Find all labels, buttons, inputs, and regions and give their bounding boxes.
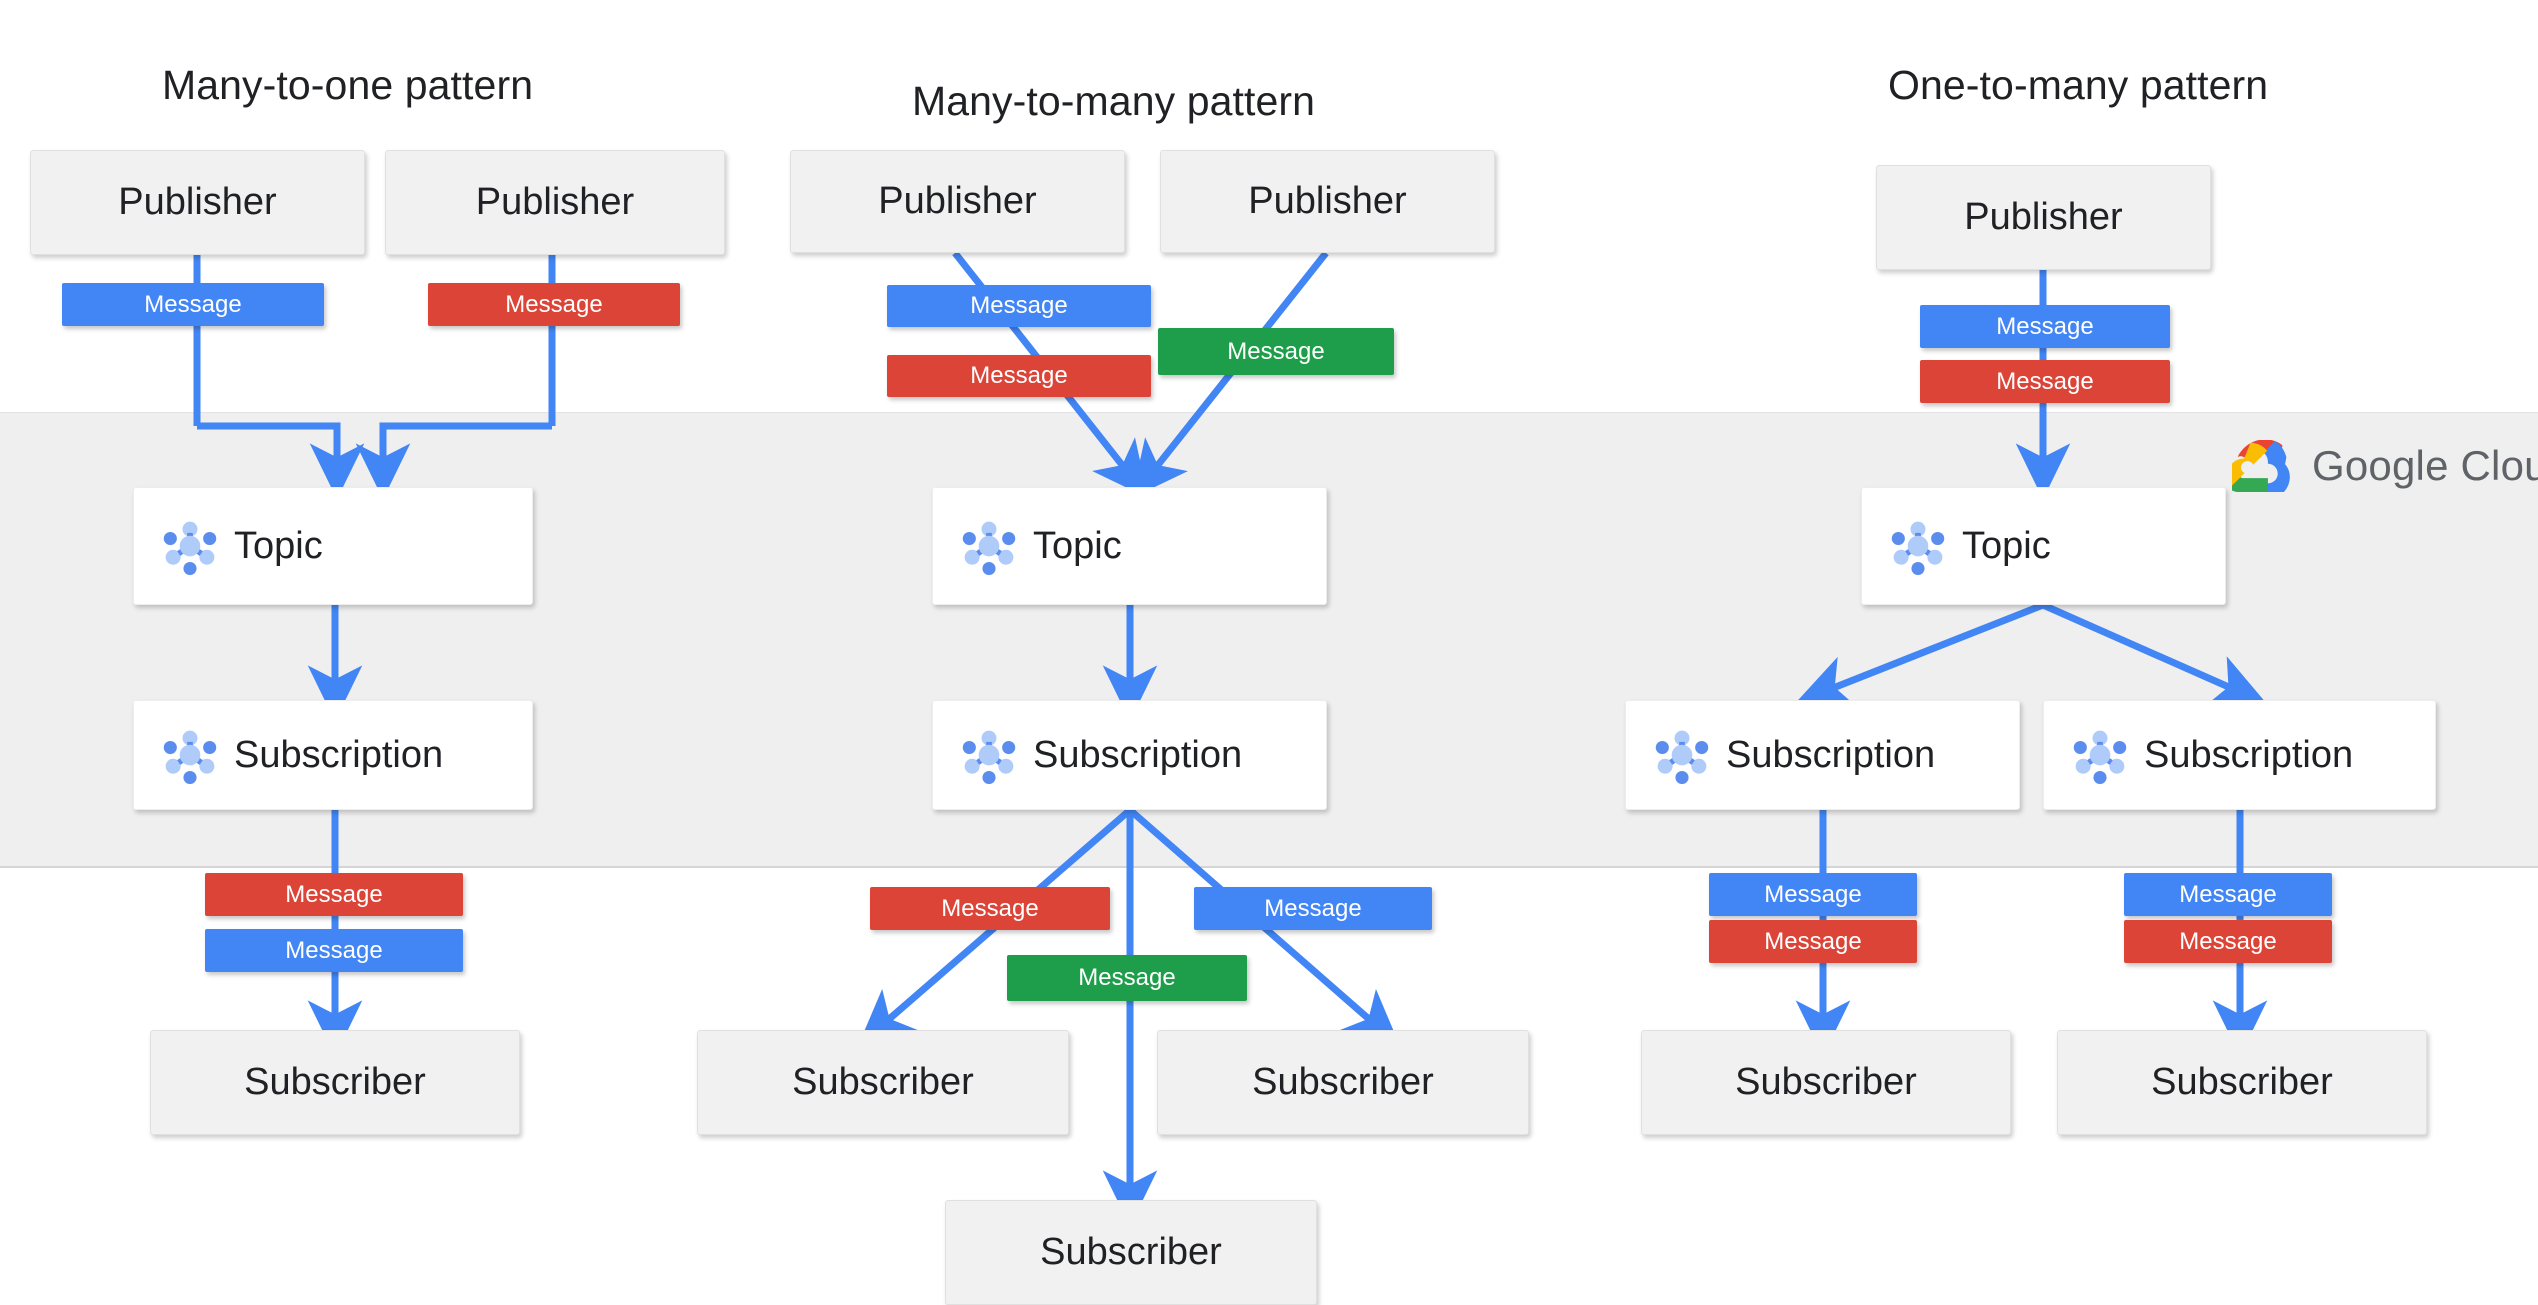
subscription-box-c3-1[interactable]: Subscription [1625,700,2020,810]
topic-label: Topic [234,524,323,567]
column-title-many-to-many: Many-to-many pattern [912,78,1316,124]
message-tag-c2-egress-2: Message [1194,887,1432,930]
subscription-label: Subscription [1033,733,1243,776]
message-label: Message [1764,880,1862,908]
pubsub-node-icon [962,521,1016,576]
subscriber-label: Subscriber [792,1061,974,1103]
subscription-label: Subscription [234,733,444,776]
subscription-label: Subscription [2144,733,2354,776]
topic-box-c3[interactable]: Topic [1861,487,2226,605]
publisher-box-c2-2[interactable]: Publisher [1160,150,1495,253]
subscription-box-c2[interactable]: Subscription [932,700,1327,810]
message-tag-c3-ingress-2: Message [1920,360,2170,403]
message-label: Message [285,880,383,908]
message-label: Message [941,894,1039,922]
message-label: Message [1996,367,2094,395]
google-cloud-logo-icon [2232,440,2290,492]
subscriber-label: Subscriber [1040,1231,1222,1273]
message-tag-c1-ingress-2: Message [428,283,680,326]
subscriber-label: Subscriber [1252,1061,1434,1103]
publisher-label: Publisher [1964,196,2123,238]
message-label: Message [2179,927,2277,955]
topic-box-c2[interactable]: Topic [932,487,1327,605]
message-label: Message [1996,312,2094,340]
message-tag-c1-egress-1: Message [205,873,463,916]
message-tag-c3-egress-4: Message [2124,920,2332,963]
column-title-many-to-one: Many-to-one pattern [162,62,534,108]
message-label: Message [144,290,242,318]
message-tag-c3-egress-1: Message [1709,873,1917,916]
publisher-label: Publisher [475,181,635,223]
message-label: Message [970,362,1068,389]
subscriber-box-c3-2[interactable]: Subscriber [2057,1030,2427,1135]
pubsub-node-icon [163,730,217,785]
message-tag-c2-egress-3: Message [1007,955,1247,1001]
message-label: Message [2179,880,2277,908]
message-label: Message [970,292,1068,319]
message-tag-c3-egress-2: Message [1709,920,1917,963]
message-label: Message [1078,964,1176,991]
pubsub-node-icon [163,521,217,576]
message-label: Message [285,936,383,964]
subscriber-box-c2-3[interactable]: Subscriber [945,1200,1317,1305]
subscriber-label: Subscriber [244,1061,426,1103]
publisher-label: Publisher [118,181,277,223]
subscriber-label: Subscriber [2151,1061,2333,1103]
publisher-box-c1-1[interactable]: Publisher [30,150,365,255]
subscriber-label: Subscriber [1735,1061,1917,1103]
subscription-label: Subscription [1726,733,1936,776]
message-label: Message [505,290,603,318]
publisher-box-c1-2[interactable]: Publisher [385,150,725,255]
subscriber-box-c1[interactable]: Subscriber [150,1030,520,1135]
message-label: Message [1264,894,1362,922]
message-tag-c1-ingress-1: Message [62,283,324,326]
subscriber-box-c2-2[interactable]: Subscriber [1157,1030,1529,1135]
publisher-box-c3[interactable]: Publisher [1876,165,2211,270]
subscriber-box-c2-1[interactable]: Subscriber [697,1030,1069,1135]
pubsub-node-icon [1891,521,1945,576]
topic-box-c1[interactable]: Topic [133,487,533,605]
google-cloud-wordmark: Google Cloud [2312,442,2538,489]
message-tag-c3-ingress-1: Message [1920,305,2170,348]
message-tag-c2-ingress-2: Message [887,355,1151,397]
publisher-label: Publisher [1248,180,1407,222]
pubsub-node-icon [2073,730,2127,785]
publisher-label: Publisher [878,180,1037,222]
message-tag-c2-ingress-1: Message [887,285,1151,327]
message-label: Message [1227,337,1325,365]
subscription-box-c1[interactable]: Subscription [133,700,533,810]
pubsub-node-icon [1655,730,1709,785]
message-tag-c2-ingress-3: Message [1158,328,1394,375]
topic-label: Topic [1033,524,1122,567]
topic-label: Topic [1962,524,2051,567]
pubsub-node-icon [962,730,1016,785]
column-title-one-to-many: One-to-many pattern [1888,62,2269,108]
google-cloud-logo: Google Cloud [2232,440,2538,492]
subscription-box-c3-2[interactable]: Subscription [2043,700,2436,810]
subscriber-box-c3-1[interactable]: Subscriber [1641,1030,2011,1135]
message-tag-c1-egress-2: Message [205,929,463,972]
publisher-box-c2-1[interactable]: Publisher [790,150,1125,253]
message-label: Message [1764,927,1862,955]
message-tag-c2-egress-1: Message [870,887,1110,930]
message-tag-c3-egress-3: Message [2124,873,2332,916]
